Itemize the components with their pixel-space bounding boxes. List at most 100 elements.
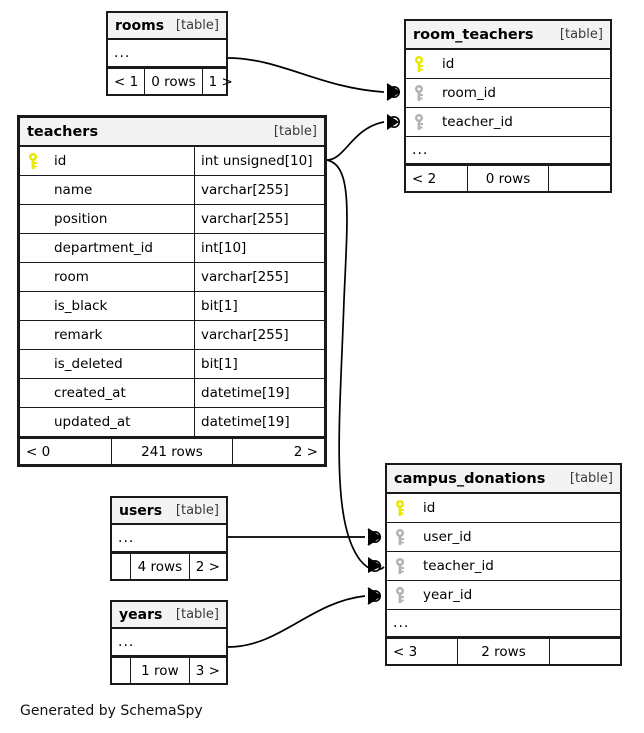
table-users[interactable]: users [table] ... 4 rows 2 > (110, 496, 228, 581)
table-campus-donations-footer: < 3 2 rows (387, 637, 620, 664)
table-users-tag: [table] (175, 503, 219, 518)
column-label: department_id (54, 240, 153, 256)
table-campus-donations-title: campus_donations (394, 470, 546, 487)
table-room-teachers-title: room_teachers (413, 26, 534, 43)
column-type: int unsigned[10] (194, 147, 324, 175)
table-years-footer: 1 row 3 > (112, 656, 226, 683)
column-campus-donations-year-id[interactable]: year_id (387, 581, 620, 610)
table-years-next-button[interactable]: 3 > (195, 662, 220, 679)
column-room-teachers-teacher-id[interactable]: teacher_id (406, 108, 610, 137)
table-teachers[interactable]: teachers [table] id int unsigned[10] nam… (17, 115, 327, 467)
table-campus-donations-header: campus_donations [table] (387, 465, 620, 494)
table-room-teachers-header: room_teachers [table] (406, 21, 610, 50)
table-room-teachers-next-button[interactable] (549, 166, 610, 191)
table-teachers-prev-button[interactable]: < 0 (26, 443, 51, 460)
column-teachers-is-black[interactable]: is_black bit[1] (20, 292, 324, 321)
table-users-rowcount: 4 rows (130, 554, 190, 579)
column-type: varchar[255] (194, 176, 324, 204)
edge-teachers-to-campus-donations (326, 159, 385, 571)
foreign-key-icon (406, 113, 432, 131)
column-label: position (54, 211, 108, 227)
primary-key-icon (20, 152, 46, 170)
generated-by-caption: Generated by SchemaSpy (20, 703, 203, 719)
column-room-teachers-room-id[interactable]: room_id (406, 79, 610, 108)
crowsfoot-room-teachers-room-id (386, 83, 401, 101)
table-teachers-title: teachers (27, 123, 99, 140)
crowsfoot-campus-donations-teacher-id (368, 557, 382, 573)
column-teachers-remark[interactable]: remark varchar[255] (20, 321, 324, 350)
edge-rooms-to-room-teachers (227, 57, 385, 93)
column-label: created_at (54, 385, 126, 401)
table-rooms-title: rooms (115, 17, 165, 34)
column-type: datetime[19] (194, 408, 324, 436)
table-room-teachers-prev-button[interactable]: < 2 (412, 170, 437, 187)
column-type: varchar[255] (194, 205, 324, 233)
crowsfoot-room-teachers-teacher-id (387, 114, 401, 130)
table-rooms-tag: [table] (175, 18, 219, 33)
foreign-key-icon (387, 586, 413, 604)
table-rooms-ellipsis-row: ... (108, 40, 226, 67)
table-years-rowcount: 1 row (130, 658, 190, 683)
column-type: varchar[255] (194, 263, 324, 291)
table-years-ellipsis-row: ... (112, 629, 226, 656)
column-room-teachers-id[interactable]: id (406, 50, 610, 79)
table-years-title: years (119, 606, 163, 623)
column-teachers-is-deleted[interactable]: is_deleted bit[1] (20, 350, 324, 379)
column-type: varchar[255] (194, 321, 324, 349)
primary-key-icon (406, 55, 432, 73)
column-label: name (54, 182, 93, 198)
table-campus-donations-next-button[interactable] (550, 639, 620, 664)
table-years-prev-button[interactable] (112, 658, 130, 683)
table-users-prev-button[interactable] (112, 554, 130, 579)
table-users-next-button[interactable]: 2 > (195, 558, 220, 575)
column-type: datetime[19] (194, 379, 324, 407)
column-campus-donations-id[interactable]: id (387, 494, 620, 523)
table-room-teachers[interactable]: room_teachers [table] id (404, 19, 612, 193)
column-type: bit[1] (194, 350, 324, 378)
column-type: int[10] (194, 234, 324, 262)
column-campus-donations-user-id[interactable]: user_id (387, 523, 620, 552)
table-users-header: users [table] (112, 498, 226, 525)
column-teachers-id[interactable]: id int unsigned[10] (20, 147, 324, 176)
edge-teachers-to-room-teachers (326, 121, 385, 161)
edge-years-to-campus-donations (227, 595, 366, 648)
column-teachers-name[interactable]: name varchar[255] (20, 176, 324, 205)
table-room-teachers-tag: [table] (559, 27, 603, 42)
foreign-key-icon (406, 84, 432, 102)
column-label: is_black (54, 298, 108, 314)
table-rooms[interactable]: rooms [table] ... < 1 0 rows 1 > (106, 11, 233, 96)
table-teachers-tag: [table] (273, 124, 317, 139)
column-teachers-created-at[interactable]: created_at datetime[19] (20, 379, 324, 408)
foreign-key-icon (387, 528, 413, 546)
column-teachers-room[interactable]: room varchar[255] (20, 263, 324, 292)
primary-key-icon (387, 499, 413, 517)
table-users-title: users (119, 502, 163, 519)
table-users-ellipsis-row: ... (112, 525, 226, 552)
table-rooms-prev-button[interactable]: < 1 (114, 73, 139, 90)
column-teachers-department-id[interactable]: department_id int[10] (20, 234, 324, 263)
column-type: bit[1] (194, 292, 324, 320)
column-label: id (442, 56, 455, 72)
table-room-teachers-footer: < 2 0 rows (406, 164, 610, 191)
column-label: teacher_id (442, 114, 513, 130)
column-teachers-updated-at[interactable]: updated_at datetime[19] (20, 408, 324, 437)
column-label: is_deleted (54, 356, 123, 372)
column-label: room (54, 269, 89, 285)
table-teachers-next-button[interactable]: 2 > (293, 443, 318, 460)
table-rooms-rowcount: 0 rows (144, 69, 203, 94)
table-campus-donations[interactable]: campus_donations [table] id (385, 463, 622, 666)
table-years[interactable]: years [table] ... 1 row 3 > (110, 600, 228, 685)
table-rooms-footer: < 1 0 rows 1 > (108, 67, 233, 94)
column-label: year_id (423, 587, 473, 603)
foreign-key-icon (387, 557, 413, 575)
table-rooms-next-button[interactable]: 1 > (208, 73, 233, 90)
table-years-tag: [table] (175, 607, 219, 622)
table-users-footer: 4 rows 2 > (112, 552, 226, 579)
column-teachers-position[interactable]: position varchar[255] (20, 205, 324, 234)
table-teachers-header: teachers [table] (20, 118, 324, 147)
table-years-header: years [table] (112, 602, 226, 629)
column-campus-donations-teacher-id[interactable]: teacher_id (387, 552, 620, 581)
table-campus-donations-prev-button[interactable]: < 3 (393, 643, 418, 660)
column-label: remark (54, 327, 103, 343)
